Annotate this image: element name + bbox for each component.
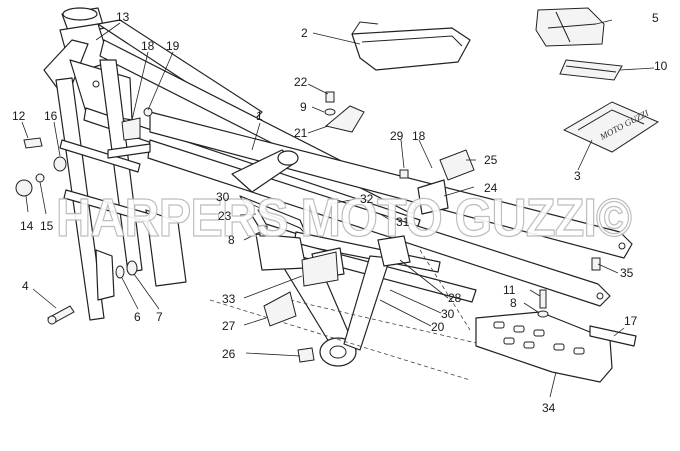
nut-19 bbox=[143, 107, 153, 117]
callout-19: 19 bbox=[166, 39, 180, 53]
bolt-12 bbox=[23, 137, 43, 149]
callout-23: 23 bbox=[218, 209, 232, 223]
washer-15 bbox=[35, 173, 45, 183]
screw-8a bbox=[259, 225, 268, 237]
bracket-21 bbox=[324, 105, 365, 133]
callout-8a: 8 bbox=[228, 233, 235, 247]
screw-22 bbox=[325, 91, 335, 103]
leader-lines bbox=[21, 19, 655, 398]
callout-35: 35 bbox=[620, 266, 634, 280]
callout-17: 17 bbox=[624, 314, 638, 328]
bracket-27 bbox=[263, 291, 297, 327]
callout-4: 4 bbox=[22, 279, 29, 293]
callout-24: 24 bbox=[484, 181, 498, 195]
callout-18b: 18 bbox=[412, 129, 426, 143]
callout-30a: 30 bbox=[216, 190, 230, 204]
callout-16: 16 bbox=[44, 109, 58, 123]
callout-21: 21 bbox=[294, 126, 308, 140]
callout-34: 34 bbox=[542, 401, 556, 415]
washer-6 bbox=[115, 265, 125, 279]
bracket-18 bbox=[121, 117, 141, 141]
callout-30b: 30 bbox=[441, 307, 455, 321]
callout-8b: 8 bbox=[510, 296, 517, 310]
screw-29 bbox=[399, 169, 409, 179]
callout-10: 10 bbox=[654, 59, 668, 73]
callout-11: 11 bbox=[503, 283, 516, 297]
bush-16 bbox=[53, 156, 67, 172]
callout-13: 13 bbox=[116, 10, 130, 24]
small-parts: MOTO GUZZI bbox=[15, 7, 660, 363]
stand-plate bbox=[475, 311, 637, 383]
screw-11 bbox=[539, 289, 547, 309]
callout-32: 32 bbox=[360, 192, 374, 206]
watermark-text: HARPERS MOTO GUZZI© bbox=[56, 188, 631, 248]
callout-33: 33 bbox=[222, 292, 236, 306]
bolt-26 bbox=[297, 347, 315, 363]
callout-15: 15 bbox=[40, 219, 54, 233]
callout-18a: 18 bbox=[141, 39, 155, 53]
callout-14: 14 bbox=[20, 219, 34, 233]
callout-2: 2 bbox=[301, 26, 308, 40]
callout-22: 22 bbox=[294, 75, 308, 89]
plate-33 bbox=[301, 251, 339, 287]
callout-6: 6 bbox=[134, 310, 141, 324]
callout-27: 27 bbox=[222, 319, 236, 333]
callout-1: 1 bbox=[256, 109, 263, 123]
washer-8b bbox=[537, 310, 549, 318]
washer-9 bbox=[324, 108, 336, 116]
callout-26: 26 bbox=[222, 347, 236, 361]
bush-7 bbox=[126, 260, 138, 276]
main-frame bbox=[43, 7, 633, 381]
callout-labels: 13 18 19 1 2 5 10 3 12 16 14 15 4 6 7 22… bbox=[12, 10, 668, 415]
callout-7: 7 bbox=[156, 310, 163, 324]
callout-12: 12 bbox=[12, 109, 26, 123]
callout-9: 9 bbox=[300, 100, 307, 114]
bolt-4 bbox=[47, 305, 75, 325]
callout-31: 31 bbox=[396, 215, 410, 229]
callout-20: 20 bbox=[431, 320, 445, 334]
screw-35 bbox=[591, 257, 601, 271]
callout-3: 3 bbox=[574, 169, 581, 183]
cap-14 bbox=[15, 179, 33, 197]
bracket-25 bbox=[439, 149, 475, 181]
callout-5: 5 bbox=[652, 11, 659, 25]
callout-28: 28 bbox=[448, 291, 462, 305]
callout-29: 29 bbox=[390, 129, 404, 143]
callout-25: 25 bbox=[484, 153, 498, 167]
